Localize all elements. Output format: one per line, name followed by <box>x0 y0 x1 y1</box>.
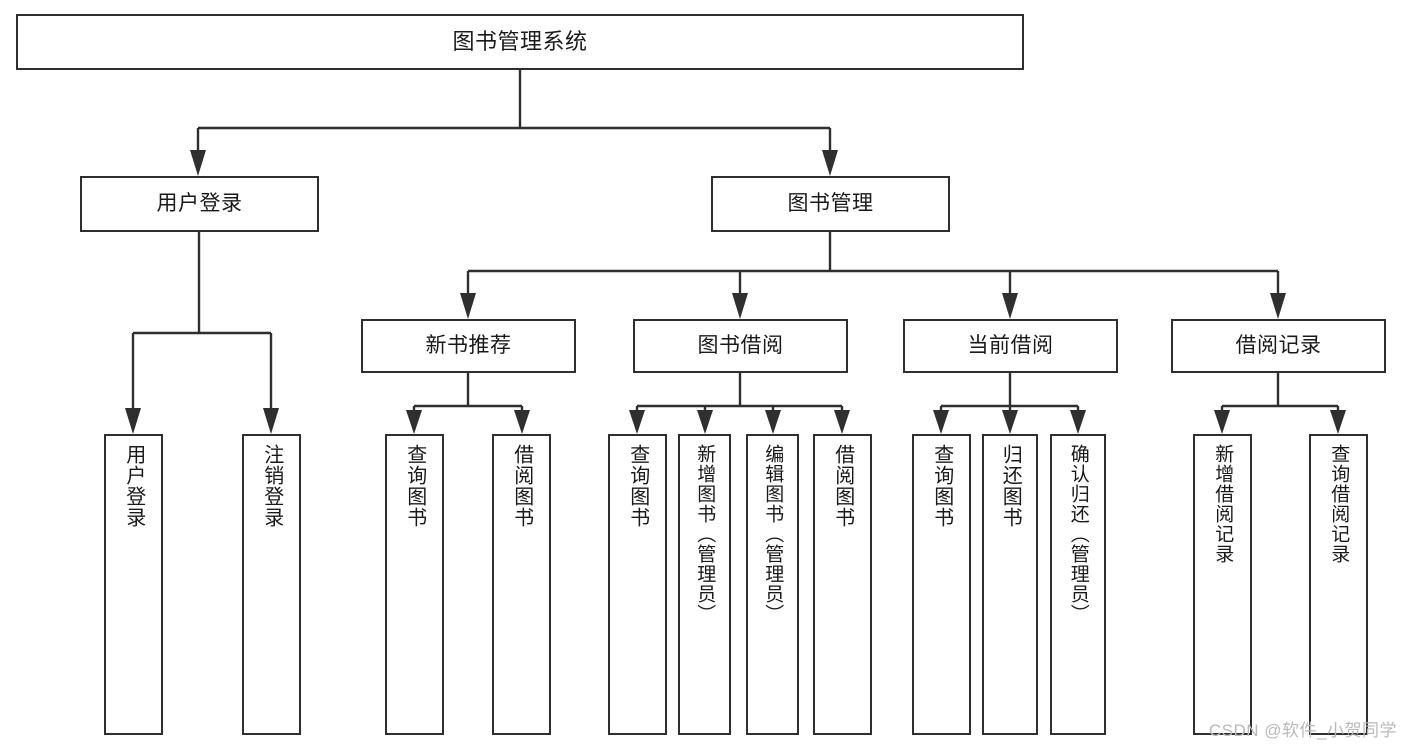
leaf-add-borrow-record[interactable]: 新增借阅记录 <box>1193 434 1252 735</box>
node-label: 用户登录 <box>122 444 145 528</box>
node-label: 图书管理系统 <box>452 29 588 55</box>
node-book-management[interactable]: 图书管理 <box>711 176 950 232</box>
node-label: 查询图书 <box>930 444 953 528</box>
leaf-edit-book-admin[interactable]: 编辑图书（管理员） <box>746 434 799 735</box>
leaf-logout-login[interactable]: 注销登录 <box>242 434 301 735</box>
leaf-borrow-book[interactable]: 借阅图书 <box>813 434 872 735</box>
leaf-add-book-admin[interactable]: 新增图书（管理员） <box>678 434 731 735</box>
node-label: 注销登录 <box>260 444 283 528</box>
leaf-query-book-borrow[interactable]: 查询图书 <box>608 434 667 735</box>
leaf-query-book-current[interactable]: 查询图书 <box>912 434 971 735</box>
node-label: 新增借阅记录 <box>1212 444 1234 564</box>
connector-userlogin-to-leaves <box>125 232 279 434</box>
node-label: 图书借阅 <box>697 333 784 357</box>
node-label: 查询借阅记录 <box>1328 444 1350 564</box>
node-label: 确认归还（管理员） <box>1067 444 1089 624</box>
node-label: 图书管理 <box>787 191 874 215</box>
node-borrow-record[interactable]: 借阅记录 <box>1171 319 1386 373</box>
node-user-login[interactable]: 用户登录 <box>80 176 319 232</box>
leaf-user-login[interactable]: 用户登录 <box>104 434 163 735</box>
node-label: 借阅图书 <box>510 444 533 528</box>
node-label: 归还图书 <box>999 444 1022 528</box>
leaf-return-book[interactable]: 归还图书 <box>982 434 1038 735</box>
node-label: 新增图书（管理员） <box>694 444 716 624</box>
node-label: 新书推荐 <box>425 333 512 357</box>
leaf-confirm-return-admin[interactable]: 确认归还（管理员） <box>1050 434 1106 735</box>
leaf-query-borrow-record[interactable]: 查询借阅记录 <box>1309 434 1368 735</box>
connector-currentborrow-to-leaves <box>933 373 1086 434</box>
node-book-borrow[interactable]: 图书借阅 <box>633 319 848 373</box>
leaf-query-book-recommend[interactable]: 查询图书 <box>385 434 444 735</box>
node-label: 用户登录 <box>156 191 243 215</box>
node-label: 编辑图书（管理员） <box>762 444 784 624</box>
leaf-borrow-book-recommend[interactable]: 借阅图书 <box>492 434 551 735</box>
node-label: 查询图书 <box>626 444 649 528</box>
node-new-book-recommend[interactable]: 新书推荐 <box>361 319 576 373</box>
connector-bookborrow-to-leaves <box>629 373 850 434</box>
connector-borrowrecord-to-leaves <box>1214 373 1346 434</box>
node-current-borrow[interactable]: 当前借阅 <box>903 319 1118 373</box>
connector-bookmgmt-to-level2 <box>460 232 1286 319</box>
csdn-watermark: CSDN @软件_小贺同学 <box>1208 721 1397 740</box>
connector-root-to-level1 <box>190 70 838 176</box>
node-root-book-management-system[interactable]: 图书管理系统 <box>16 14 1024 70</box>
node-label: 查询图书 <box>403 444 426 528</box>
node-label: 借阅记录 <box>1235 333 1322 357</box>
node-label: 借阅图书 <box>831 444 854 528</box>
node-label: 当前借阅 <box>967 333 1054 357</box>
connector-newbook-to-leaves <box>406 373 530 434</box>
